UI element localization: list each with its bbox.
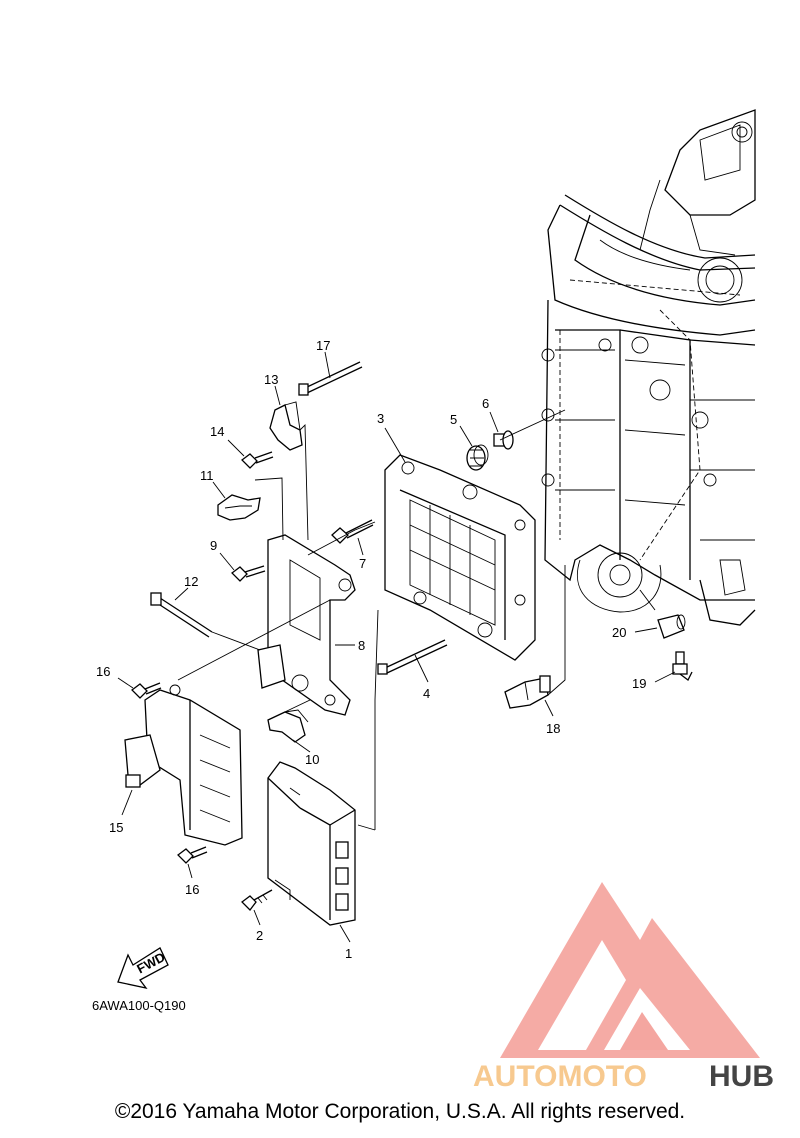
part-cable-tie-12 — [150, 592, 213, 638]
logo-text-hub: HUB — [709, 1060, 774, 1093]
label-part-5: 5 — [450, 412, 457, 427]
label-part-6: 6 — [482, 396, 489, 411]
label-part-16a: 16 — [96, 664, 110, 679]
part-clamp-10 — [267, 709, 309, 743]
part-bolt-9 — [231, 565, 266, 582]
engine-block-drawing — [541, 109, 756, 626]
label-part-13: 13 — [264, 372, 278, 387]
label-part-14: 14 — [210, 424, 224, 439]
label-part-15: 15 — [109, 820, 123, 835]
logo-text-automoto: AUTOMOTO — [473, 1060, 647, 1093]
label-part-11: 11 — [200, 468, 214, 483]
part-bolt-14 — [241, 451, 274, 469]
part-grommet-5 — [466, 444, 489, 471]
label-part-3: 3 — [377, 411, 384, 426]
label-part-4: 4 — [423, 686, 430, 701]
label-part-2: 2 — [256, 928, 263, 943]
part-cable-tie-4 — [377, 639, 448, 675]
label-part-18: 18 — [546, 721, 560, 736]
part-labels: 1 2 3 4 5 6 7 8 9 10 11 12 13 14 15 16 1… — [96, 338, 676, 961]
part-bracket-13 — [269, 401, 303, 451]
part-bush-6 — [493, 430, 514, 450]
part-bolt-16a — [131, 682, 162, 699]
label-part-17: 17 — [316, 338, 330, 353]
part-bolt-2 — [241, 889, 273, 911]
diagram-code: 6AWA100-Q190 — [92, 998, 186, 1013]
label-part-10: 10 — [305, 752, 319, 767]
part-bolt-16b — [177, 846, 208, 864]
part-sensor-18 — [504, 675, 551, 709]
part-bracket-3 — [384, 454, 536, 661]
label-part-1: 1 — [345, 946, 352, 961]
label-part-7: 7 — [359, 556, 366, 571]
part-sensor-19 — [672, 651, 693, 681]
part-cable-tie-17 — [298, 361, 363, 396]
label-part-16b: 16 — [185, 882, 199, 897]
part-ecu — [267, 761, 356, 926]
part-clamp-11 — [217, 494, 261, 521]
label-part-8: 8 — [358, 638, 365, 653]
part-grommet-20 — [657, 614, 686, 639]
part-bracket-15 — [124, 684, 243, 846]
part-plate-8 — [257, 534, 356, 716]
copyright-footer: ©2016 Yamaha Motor Corporation, U.S.A. A… — [114, 1100, 686, 1123]
fwd-arrow-icon: FWD — [117, 947, 169, 989]
label-part-12: 12 — [184, 574, 198, 589]
part-bolt-7 — [331, 519, 374, 544]
assembly-lines — [177, 409, 656, 831]
label-part-9: 9 — [210, 538, 217, 553]
label-part-20: 20 — [612, 625, 626, 640]
automotohub-logo: AUTOMOTO HUB — [473, 882, 774, 1093]
label-part-19: 19 — [632, 676, 646, 691]
